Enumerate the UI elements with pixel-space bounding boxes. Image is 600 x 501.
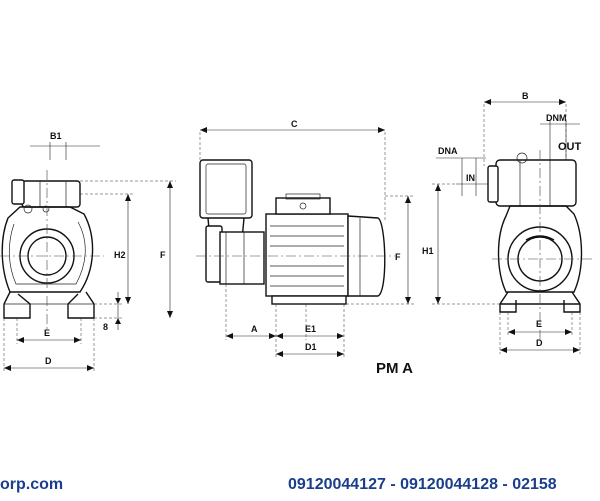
outlet-stack xyxy=(199,159,253,219)
side-view: C F xyxy=(196,119,414,377)
f-label-left: F xyxy=(160,250,166,260)
phone-numbers: 09120044127 - 09120044128 - 02158 xyxy=(288,476,557,493)
outlet-block-right xyxy=(495,159,577,207)
d-label-left: D xyxy=(45,356,52,366)
model-label: PM A xyxy=(376,360,413,377)
eight-label: 8 xyxy=(103,322,108,332)
terminal-box xyxy=(275,197,331,215)
f-label-side: F xyxy=(395,252,401,262)
out-label: OUT xyxy=(558,141,582,153)
d1-label: D1 xyxy=(305,342,317,352)
dnm-label: DNM xyxy=(546,113,567,123)
outlet-block xyxy=(21,180,81,208)
d-label-right: D xyxy=(536,338,543,348)
a-label: A xyxy=(251,324,258,334)
in-label: IN xyxy=(466,173,475,183)
dna-label: DNA xyxy=(438,146,458,156)
volute-casing-right xyxy=(497,205,583,293)
motor-base xyxy=(271,295,347,305)
h1-label: H1 xyxy=(422,246,434,256)
front-view-left: B1 H2 F xyxy=(0,131,176,372)
h2-label: H2 xyxy=(114,250,126,260)
e-label-left: E xyxy=(44,328,50,338)
pump-head xyxy=(219,231,265,285)
website-link[interactable]: orp.com xyxy=(0,476,63,493)
volute-casing xyxy=(1,206,94,293)
b1-label: B1 xyxy=(50,131,62,141)
base-foot-right xyxy=(67,291,95,319)
base-foot-left xyxy=(3,291,31,319)
front-view-right: B DNM OUT DNA IN xyxy=(422,91,592,354)
e1-label: E1 xyxy=(305,324,316,334)
e-label-right: E xyxy=(536,319,542,329)
footer: orp.com 09120044127 - 09120044128 - 0215… xyxy=(0,476,557,493)
b-label: B xyxy=(522,91,529,101)
c-label: C xyxy=(291,119,298,129)
